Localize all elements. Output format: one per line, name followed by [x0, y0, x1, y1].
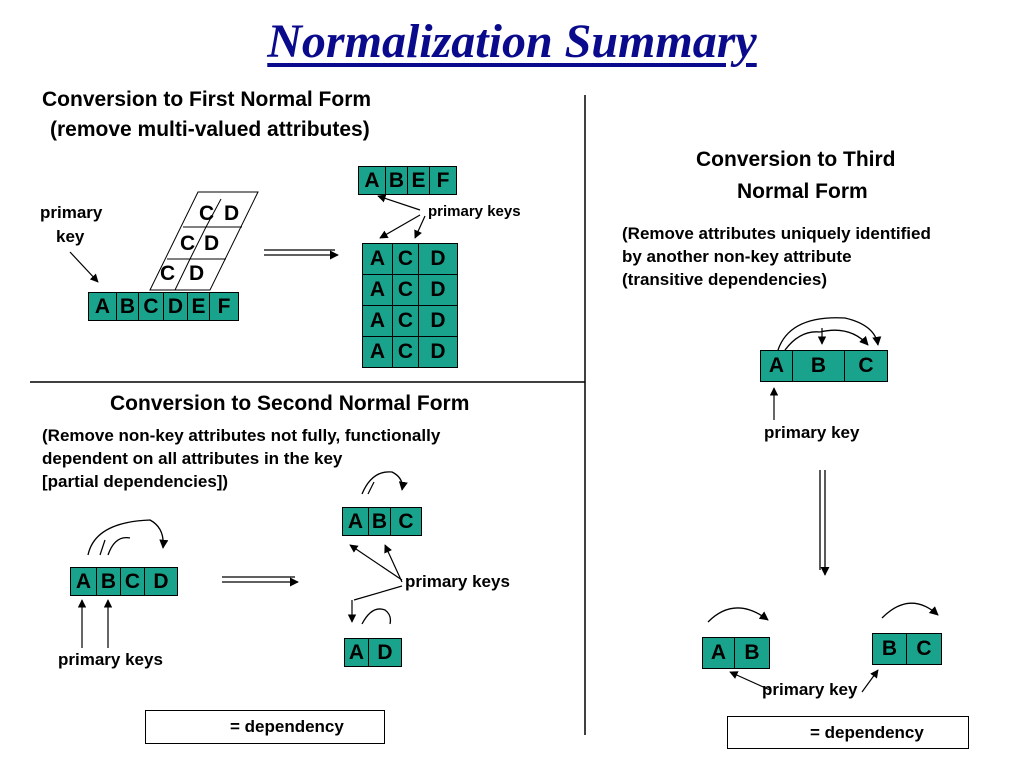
primary-key-label-2: key [56, 227, 85, 246]
table-row: A C D [362, 243, 458, 274]
cell: C [916, 637, 932, 660]
cell: A [343, 508, 369, 535]
cell: C [393, 306, 419, 336]
cell: D [430, 247, 446, 270]
cell: A [761, 351, 793, 381]
primary-keys-label-2nf-left: primary keys [58, 650, 163, 669]
first-nf-heading: Conversion to First Normal Form [42, 88, 372, 111]
third-nf-result-table-1: A B [702, 637, 770, 669]
third-nf-desc-1: (Remove attributes uniquely identified [622, 224, 931, 243]
cell: F [217, 295, 231, 318]
legend-label: = dependency [230, 717, 344, 736]
repeat-group-2-c: C [180, 232, 196, 255]
cell: B [369, 508, 391, 535]
cell: A [359, 167, 386, 194]
cell: A [363, 306, 393, 336]
first-nf-subheading: (remove multi-valued attributes) [50, 118, 370, 141]
repeat-group-2-d: D [204, 232, 220, 255]
third-nf-desc-2: by another non-key attribute [622, 247, 852, 266]
cell: E [408, 167, 430, 194]
cell: C [393, 275, 419, 305]
cell: D [153, 570, 169, 593]
cell: B [117, 293, 139, 320]
cell: C [139, 293, 164, 320]
third-nf-desc-3: (transitive dependencies) [622, 270, 828, 289]
primary-keys-label-1nf: primary keys [428, 203, 521, 220]
cell: B [873, 634, 907, 664]
second-nf-desc-2: dependent on all attributes in the key [42, 449, 343, 468]
repeat-group-3-d: D [189, 262, 205, 285]
first-nf-result-table-2: A C D A C D A C D A C D [362, 243, 458, 368]
third-nf-heading: Conversion to Third [696, 148, 896, 171]
second-nf-desc-1: (Remove non-key attributes not fully, fu… [42, 426, 441, 445]
primary-key-label-3nf: primary key [764, 423, 860, 442]
second-nf-heading: Conversion to Second Normal Form [110, 392, 470, 415]
primary-key-label-3nf-bottom: primary key [762, 680, 858, 699]
legend-label: = dependency [810, 723, 924, 742]
repeat-group-1-d: D [224, 202, 240, 225]
repeat-group-1-c: C [199, 202, 215, 225]
cell: B [744, 641, 760, 664]
cell: C [393, 337, 419, 367]
first-nf-result-table-1: A B E F [358, 166, 457, 195]
cell: B [793, 351, 845, 381]
cell: A [363, 275, 393, 305]
cell: A [71, 568, 97, 595]
cell: D [430, 278, 446, 301]
repeating-group-frame [149, 191, 259, 291]
cell: C [398, 510, 414, 533]
cell: D [430, 340, 446, 363]
cell: B [97, 568, 121, 595]
dependency-legend-2nf: = dependency [145, 710, 385, 744]
cell: D [430, 309, 446, 332]
primary-key-label: primary [40, 203, 103, 222]
second-nf-result-table-2: A D [344, 638, 402, 667]
table-row: A C D [362, 336, 458, 368]
primary-keys-label-2nf-right: primary keys [405, 572, 510, 591]
cell: F [436, 169, 450, 192]
cell: A [363, 337, 393, 367]
cell: D [164, 293, 188, 320]
third-nf-result-table-2: B C [872, 633, 942, 665]
second-nf-source-row: A B C D [70, 567, 178, 596]
first-nf-source-row: A B C D E F [88, 292, 239, 321]
third-nf-subheading: Normal Form [737, 180, 868, 203]
table-row: A C D [362, 274, 458, 305]
cell: C [858, 354, 874, 377]
cell: B [386, 167, 408, 194]
page-title: Normalization Summary [267, 15, 757, 68]
cell: D [377, 641, 393, 664]
cell: C [393, 244, 419, 274]
cell: A [363, 244, 393, 274]
cell: C [121, 568, 145, 595]
table-row: A C D [362, 305, 458, 336]
cell: A [89, 293, 117, 320]
second-nf-desc-3: [partial dependencies]) [42, 472, 229, 491]
primary-key-arrow [69, 251, 99, 283]
dependency-legend-3nf: = dependency [727, 716, 969, 749]
cell: A [703, 638, 735, 668]
second-nf-result-table-1: A B C [342, 507, 422, 536]
third-nf-source-row: A B C [760, 350, 888, 382]
cell: A [345, 639, 369, 666]
repeat-group-3-c: C [160, 262, 176, 285]
cell: E [188, 293, 210, 320]
